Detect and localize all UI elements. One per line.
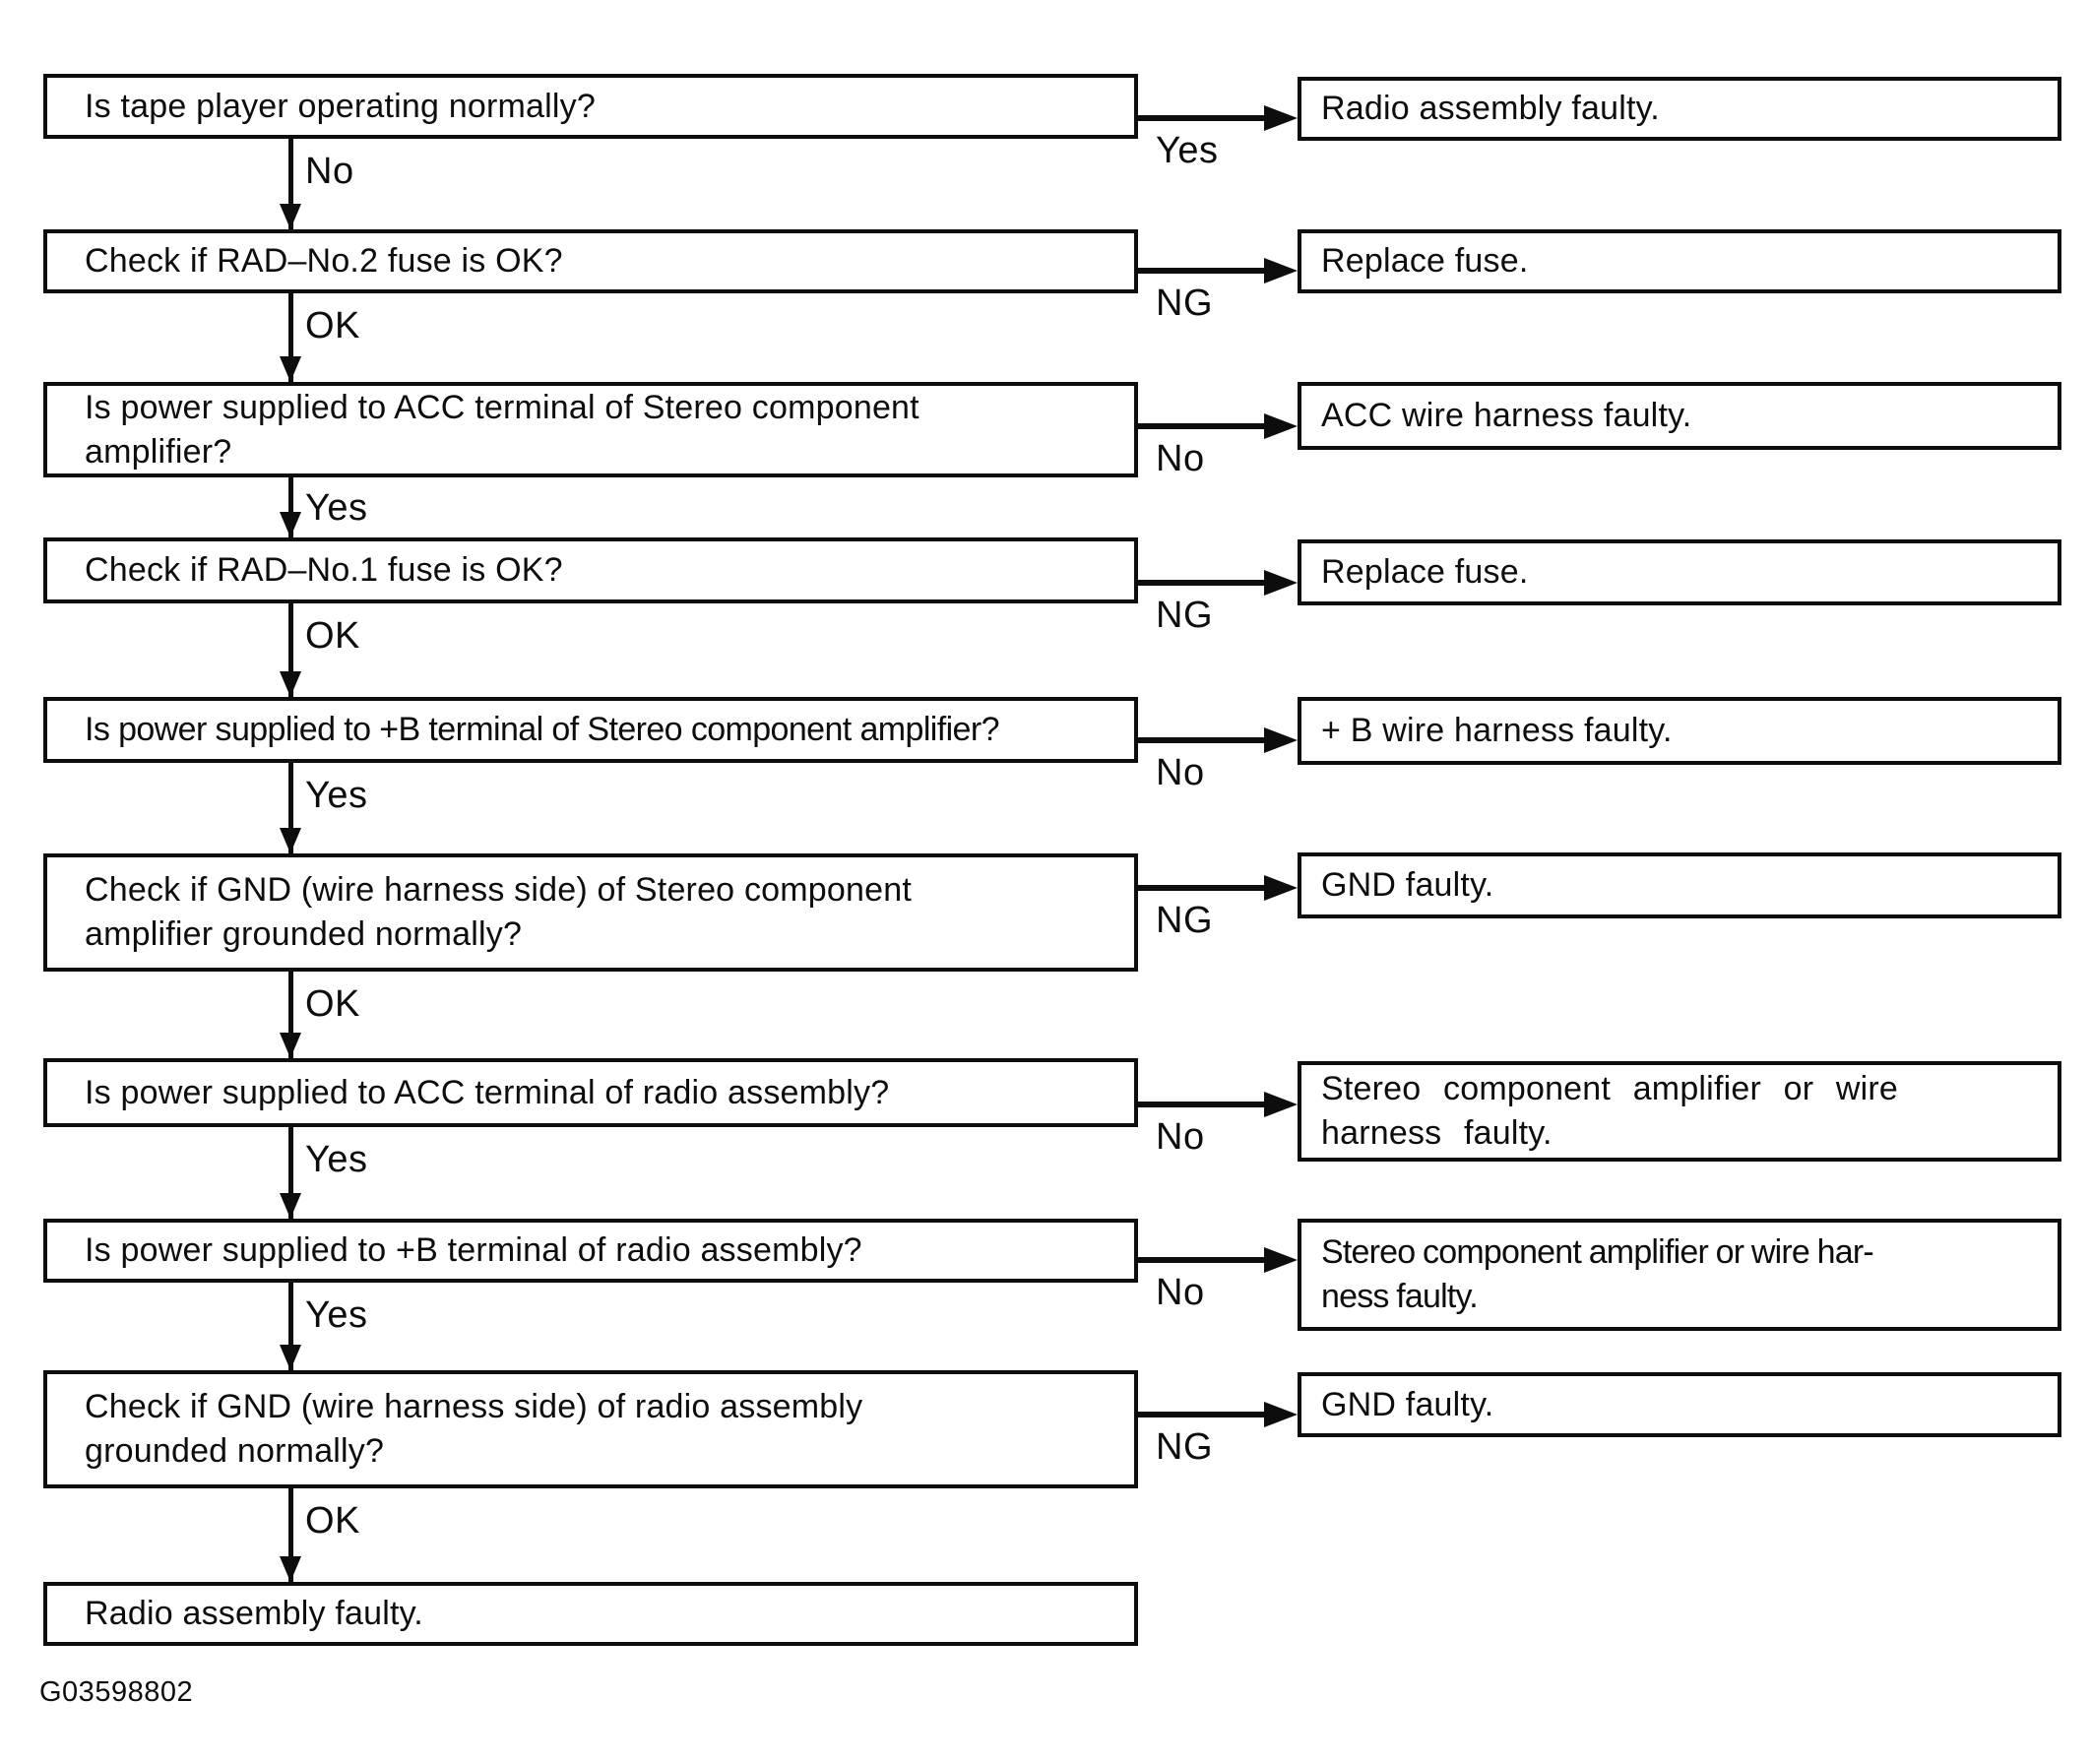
- h-connector-line-4: [1138, 580, 1270, 586]
- v-connector-line-8: [288, 1283, 293, 1370]
- down-arrowhead-2: [280, 356, 301, 382]
- down-label-no-1: No: [305, 151, 354, 192]
- down-label-ok-4: OK: [305, 615, 360, 657]
- result-box-5: + B wire harness faulty.: [1298, 697, 2061, 765]
- h-connector-line-8: [1138, 1257, 1270, 1263]
- down-label-ok-2: OK: [305, 305, 360, 346]
- question-box-5: Is power supplied to +B terminal of Ster…: [43, 697, 1138, 763]
- side-label-ng-2: NG: [1156, 283, 1213, 324]
- question-box-6: Check if GND (wire harness side) of Ster…: [43, 853, 1138, 972]
- result-box-4: Replace fuse.: [1298, 539, 2061, 605]
- side-label-no-5: No: [1156, 752, 1205, 793]
- v-connector-line-6: [288, 972, 293, 1058]
- v-connector-line-5: [288, 763, 293, 853]
- down-arrowhead-4: [280, 671, 301, 697]
- down-label-ok-9: OK: [305, 1500, 360, 1542]
- h-connector-arrowhead-9: [1264, 1402, 1298, 1427]
- question-box-8: Is power supplied to +B terminal of radi…: [43, 1219, 1138, 1283]
- v-connector-line-9: [288, 1488, 293, 1582]
- side-label-no-8: No: [1156, 1272, 1205, 1313]
- side-label-ng-4: NG: [1156, 595, 1213, 636]
- question-box-2: Check if RAD–No.2 fuse is OK?: [43, 229, 1138, 293]
- result-box-8: Stereo component amplifier or wire har- …: [1298, 1219, 2061, 1331]
- result-box-7: Stereo component amplifier or wire harne…: [1298, 1061, 2061, 1162]
- result-box-2: Replace fuse.: [1298, 229, 2061, 293]
- terminal-box: Radio assembly faulty.: [43, 1582, 1138, 1646]
- question-box-3: Is power supplied to ACC terminal of Ste…: [43, 382, 1138, 477]
- h-connector-arrowhead-1: [1264, 105, 1298, 131]
- side-label-ng-9: NG: [1156, 1426, 1213, 1468]
- result-box-1: Radio assembly faulty.: [1298, 77, 2061, 141]
- side-label-no-3: No: [1156, 438, 1205, 479]
- down-label-yes-7: Yes: [305, 1139, 368, 1180]
- result-box-9: GND faulty.: [1298, 1372, 2061, 1437]
- h-connector-arrowhead-5: [1264, 727, 1298, 753]
- down-arrowhead-5: [280, 828, 301, 853]
- down-label-yes-8: Yes: [305, 1294, 368, 1336]
- v-connector-line-1: [288, 139, 293, 229]
- v-connector-line-3: [288, 477, 293, 537]
- h-connector-line-5: [1138, 737, 1270, 743]
- down-arrowhead-8: [280, 1345, 301, 1370]
- h-connector-arrowhead-6: [1264, 875, 1298, 901]
- down-label-ok-6: OK: [305, 983, 360, 1025]
- side-label-yes-1: Yes: [1156, 130, 1219, 171]
- result-box-6: GND faulty.: [1298, 852, 2061, 918]
- v-connector-line-4: [288, 603, 293, 697]
- down-label-yes-5: Yes: [305, 775, 368, 816]
- h-connector-line-6: [1138, 885, 1270, 891]
- h-connector-line-9: [1138, 1412, 1270, 1418]
- result-box-3: ACC wire harness faulty.: [1298, 382, 2061, 450]
- h-connector-line-3: [1138, 423, 1270, 429]
- question-box-4: Check if RAD–No.1 fuse is OK?: [43, 537, 1138, 603]
- question-box-7: Is power supplied to ACC terminal of rad…: [43, 1058, 1138, 1127]
- v-connector-line-7: [288, 1127, 293, 1219]
- h-connector-arrowhead-7: [1264, 1092, 1298, 1117]
- h-connector-arrowhead-3: [1264, 413, 1298, 439]
- down-label-yes-3: Yes: [305, 487, 368, 529]
- h-connector-arrowhead-2: [1264, 258, 1298, 284]
- h-connector-line-2: [1138, 268, 1270, 274]
- down-arrowhead-6: [280, 1033, 301, 1058]
- down-arrowhead-1: [280, 204, 301, 229]
- v-connector-line-2: [288, 293, 293, 382]
- down-arrowhead-7: [280, 1193, 301, 1219]
- question-box-1: Is tape player operating normally?: [43, 74, 1138, 139]
- question-box-9: Check if GND (wire harness side) of radi…: [43, 1370, 1138, 1488]
- side-label-no-7: No: [1156, 1116, 1205, 1158]
- figure-code: G03598802: [39, 1676, 194, 1708]
- h-connector-line-1: [1138, 115, 1270, 121]
- h-connector-arrowhead-8: [1264, 1247, 1298, 1273]
- h-connector-arrowhead-4: [1264, 570, 1298, 596]
- h-connector-line-7: [1138, 1102, 1270, 1107]
- down-arrowhead-9: [280, 1556, 301, 1582]
- side-label-ng-6: NG: [1156, 900, 1213, 941]
- down-arrowhead-3: [280, 512, 301, 537]
